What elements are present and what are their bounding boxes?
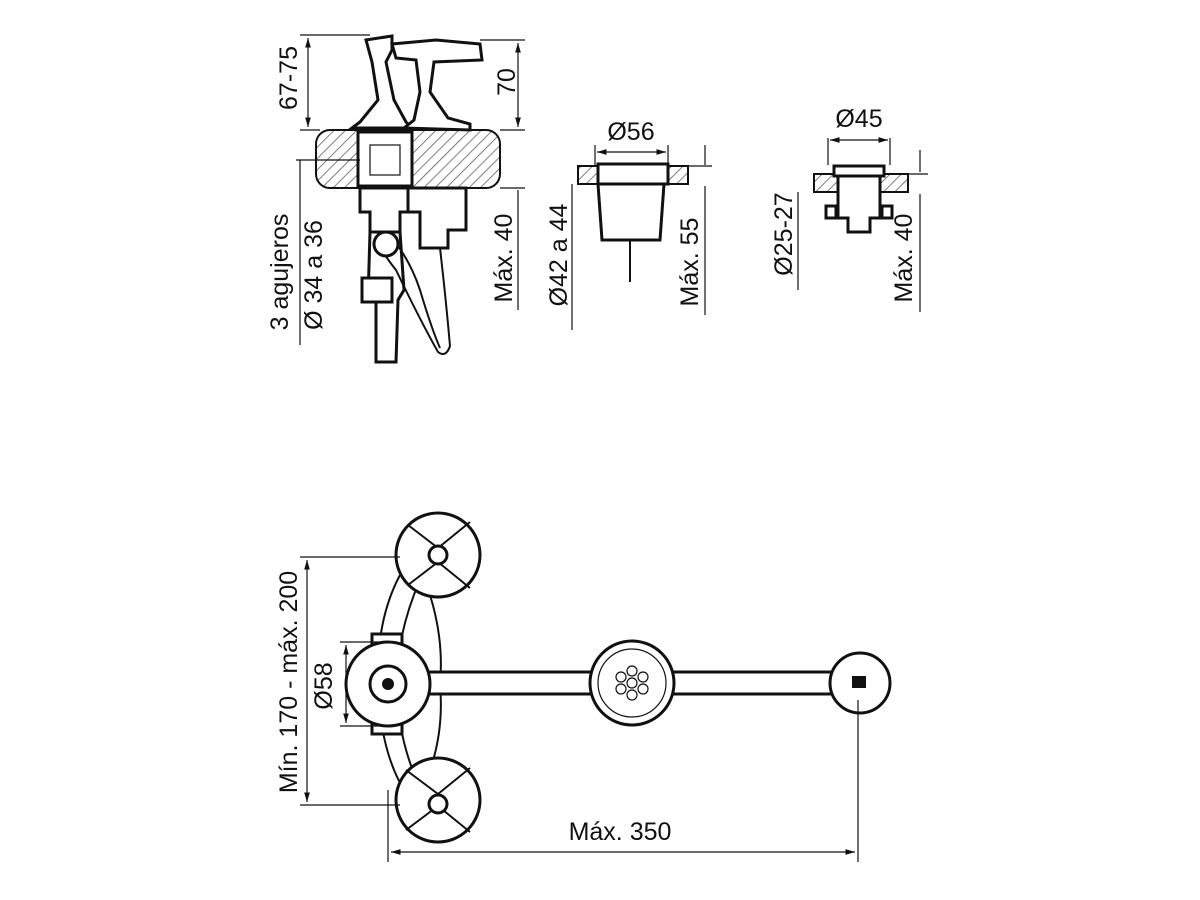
mixer-dimensions: 67-75 70 3 agujeros Ø 34 a 36 Máx. 40: [266, 34, 525, 345]
outlet-max-depth-label: Máx. 40: [890, 214, 918, 303]
spout-diameter-label: Ø56: [607, 118, 654, 146]
mixer-body-cutout: [356, 130, 414, 188]
spout-outlet: [588, 639, 676, 727]
max-length-label: Máx. 350: [569, 818, 672, 846]
outlet-diameter-label: Ø45: [835, 105, 882, 133]
spout-section: Ø56 Ø42 a 44 Máx. 55: [545, 118, 712, 330]
diverter-valve: [344, 640, 432, 728]
mixer-max-depth-label: Máx. 40: [490, 214, 518, 303]
valve-spacing-label: Mín. 170 - máx. 200: [275, 571, 303, 793]
holes-count-label: 3 agujeros: [266, 214, 294, 331]
outlet-body: [836, 174, 882, 234]
handle-right: [390, 38, 484, 132]
valve-handle-top: [394, 511, 482, 599]
outlet-hole-diameter-label: Ø25-27: [770, 192, 798, 275]
spout-max-depth-label: Máx. 55: [676, 218, 704, 307]
shower-outlet-section: Ø45 Ø25-27 Máx. 40: [770, 105, 928, 312]
valve-handle-bottom: [394, 756, 482, 844]
spout-body: [596, 182, 666, 242]
hose-connector: [372, 230, 400, 258]
mixer-height-range-label: 67-75: [275, 46, 303, 110]
shower-outlet: [828, 651, 892, 715]
mixer-section: [315, 34, 501, 364]
spout-hole-diameter-label: Ø42 a 44: [545, 203, 573, 306]
plan-view: Mín. 170 - máx. 200 Ø58 Máx. 350: [275, 511, 892, 862]
valve-diameter-label: Ø58: [310, 662, 338, 709]
mixer-hole-diameter-label: Ø 34 a 36: [300, 220, 328, 330]
mixer-height-label: 70: [493, 68, 521, 96]
